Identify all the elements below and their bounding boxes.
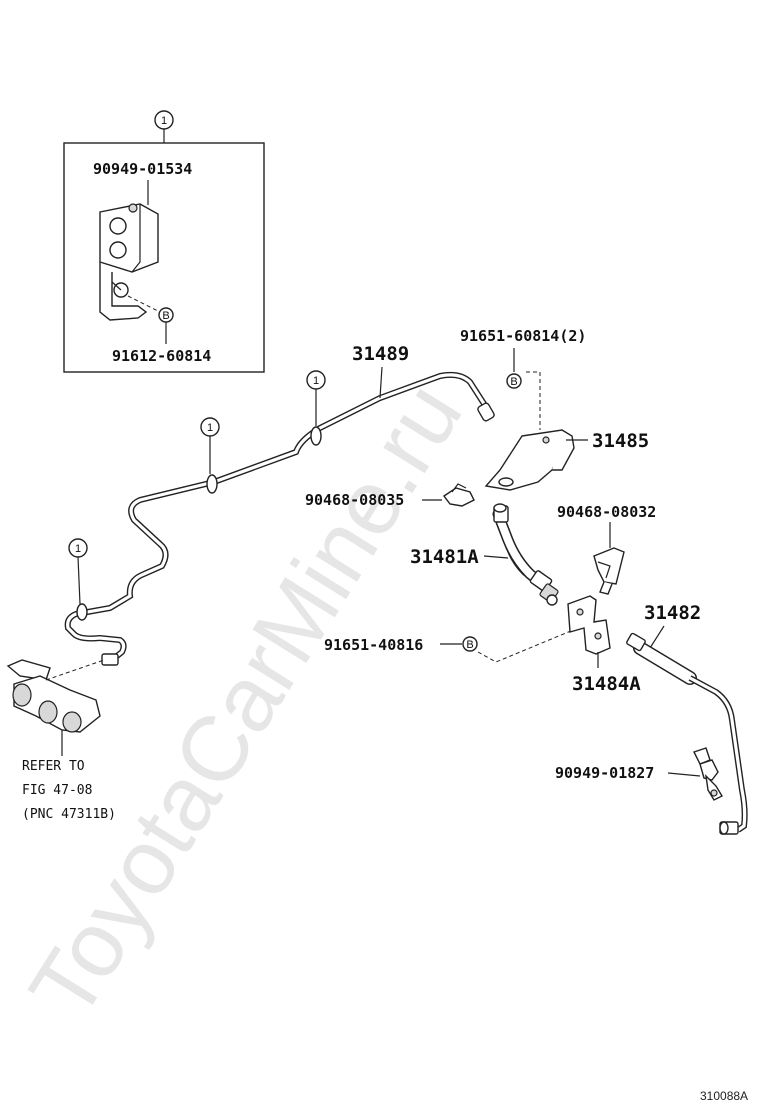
label-90468-08035: 90468-08035: [305, 491, 404, 509]
tube-grommet: [76, 603, 88, 621]
svg-text:1: 1: [75, 543, 81, 555]
label-91651-40816: 91651-40816: [324, 636, 423, 654]
tube-grommet: [310, 426, 322, 446]
svg-text:B: B: [510, 376, 517, 388]
figure-id: 310088A: [700, 1089, 748, 1103]
clip-90949-01827: [693, 747, 723, 801]
inset-clamp-detail: 1 90949-01534 91612-60814 B: [63, 110, 265, 373]
label-31482: 31482: [644, 602, 701, 624]
svg-text:1: 1: [313, 375, 319, 387]
master-cylinder-part: [6, 659, 105, 756]
clamp-callout: 1: [306, 370, 326, 426]
refer-line-2: FIG 47-08: [22, 783, 92, 798]
inset-bolt-marker: B: [158, 307, 174, 323]
refer-line-3: (PNC 47311B): [22, 807, 116, 822]
label-31481A: 31481A: [410, 546, 479, 568]
label-31485: 31485: [592, 430, 649, 452]
flex-hose-31481A: [492, 503, 559, 606]
refer-line-1: REFER TO: [22, 759, 85, 774]
tube-grommet: [206, 474, 218, 494]
clip-90468-08032: [593, 547, 625, 595]
bolt-marker-lower: B: [462, 636, 478, 652]
label-31489: 31489: [352, 343, 409, 365]
clamp-callout: 1: [200, 417, 220, 474]
clamp-callout: 1: [68, 538, 88, 605]
bolt-marker-upper: B: [506, 373, 522, 389]
label-91651-60814: 91651-60814(2): [460, 327, 586, 345]
inset-clamp-part-label: 90949-01534: [93, 160, 192, 178]
svg-text:1: 1: [207, 422, 213, 434]
brake-tube-31482: [626, 632, 748, 835]
label-90468-08032: 90468-08032: [557, 503, 656, 521]
brake-tube-31489: [64, 371, 495, 666]
inset-bolt-part-label: 91612-60814: [112, 347, 211, 365]
inset-circle-marker: 1: [154, 110, 174, 130]
bracket-31485: [484, 429, 575, 491]
label-90949-01827: 90949-01827: [555, 764, 654, 782]
svg-text:B: B: [466, 639, 473, 651]
bracket-31484A: [567, 595, 611, 655]
clamp-drawing: [99, 203, 159, 321]
clip-90468-08035: [442, 483, 475, 507]
svg-text:B: B: [162, 310, 169, 322]
label-31484A: 31484A: [572, 673, 641, 695]
svg-text:1: 1: [161, 115, 167, 127]
